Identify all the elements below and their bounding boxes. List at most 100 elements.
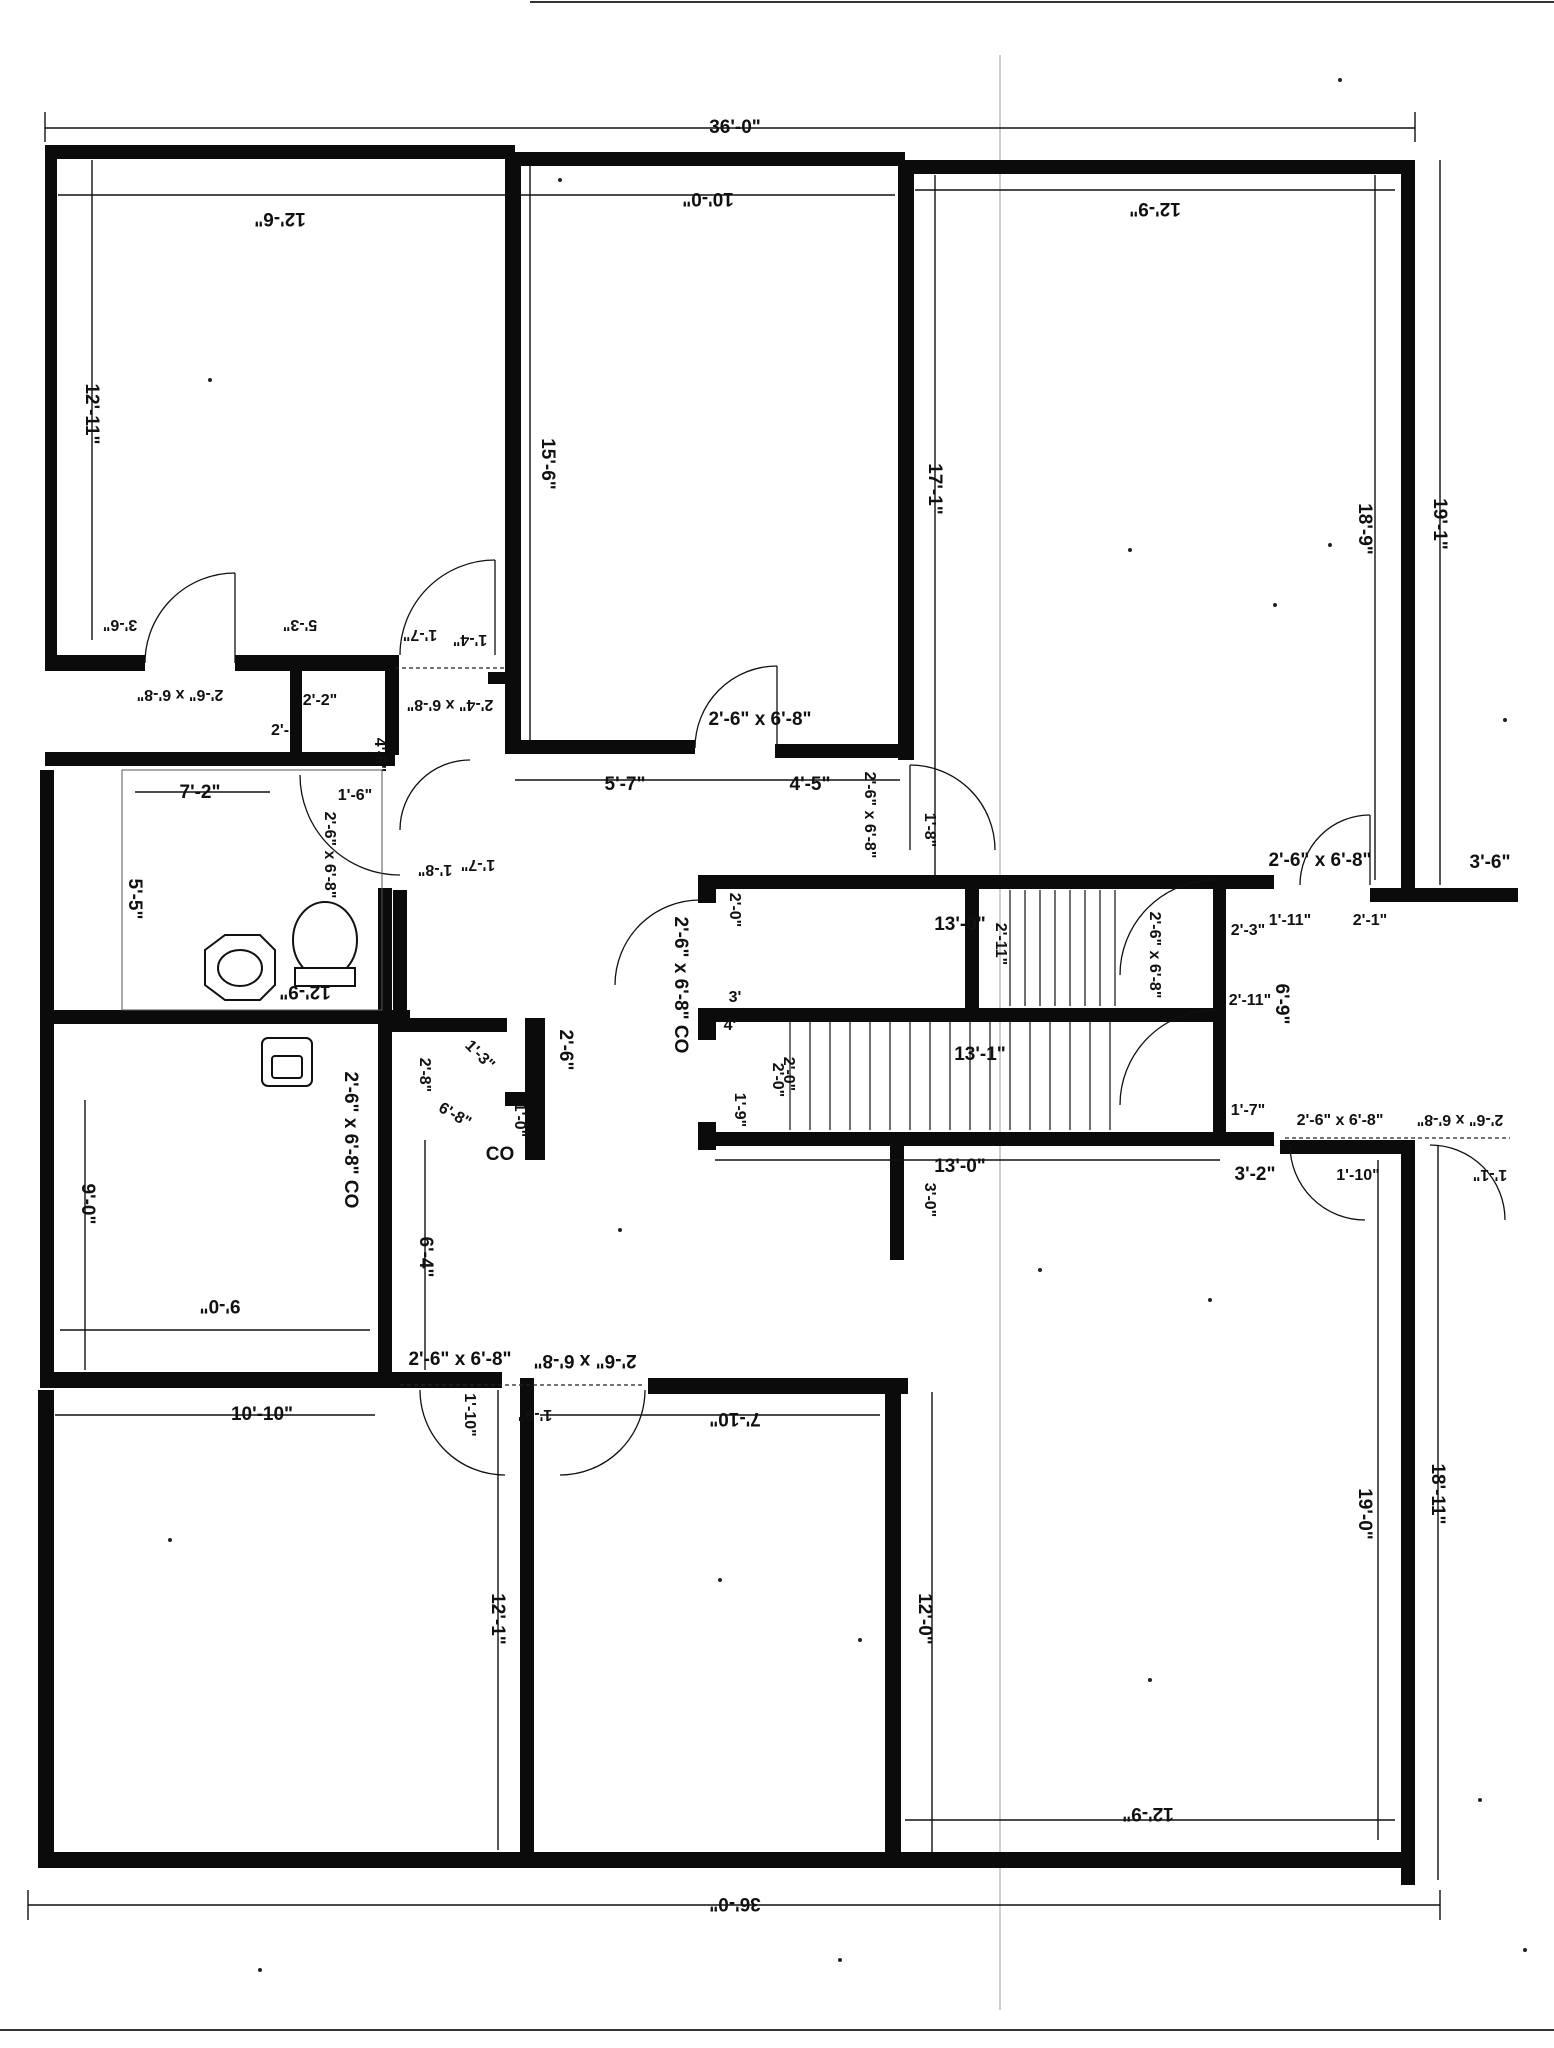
label-3-2: 3'-2"	[1235, 1164, 1276, 1185]
room-bedroom-sw: 10'-10" 12'-1"	[55, 1390, 508, 1850]
label-door-co: 2'-6" x 6'-8" CO	[670, 917, 691, 1054]
bedroom-n-depth2: 17'-1"	[924, 463, 945, 515]
bathroom-fixtures	[121, 769, 383, 1087]
bedroom-s-width: 7'-10"	[709, 1408, 761, 1429]
label-6-4: 6'-4"	[415, 1237, 436, 1278]
kitchen-width: 9'-0"	[200, 1295, 241, 1316]
label-door-sw: 2'-6" x 6'-8"	[408, 1349, 511, 1370]
label-4-5: 4'-5"	[790, 774, 831, 795]
label-2-1: 2'-1"	[1353, 912, 1388, 929]
label-door-s: 2'-6" x 6'-8"	[533, 1350, 636, 1371]
overall-dimension-top: 36'-0"	[44, 112, 1416, 142]
bedroom-sw-depth: 12'-1"	[487, 1593, 508, 1645]
overall-dimension-bottom: 36'-0"	[27, 1890, 1441, 1920]
bedroom-ne-depth: 18'-9"	[1354, 503, 1375, 555]
label-door-stair: 2'-6" x 6'-8"	[1146, 912, 1163, 999]
label-1-10b: 1'-10"	[461, 1393, 478, 1436]
label-5-3: 5'-3"	[283, 616, 318, 633]
room-bedroom-nw: 12'-6" 12'-11"	[58, 160, 505, 640]
label-1-0: 1'-0"	[511, 1103, 528, 1138]
label-1-9: 1'-9"	[731, 1093, 748, 1128]
stair-upper	[1009, 890, 1116, 1006]
stair-upper-run: 13'-0"	[934, 914, 986, 935]
label-door-bath: 2'-4" x 6'-8"	[407, 696, 494, 713]
label-2-11: 2'-11"	[1229, 992, 1272, 1009]
toilet-icon	[292, 901, 358, 987]
label-door-se: 2'-6" x 6'-8"	[1297, 1112, 1384, 1129]
label-2-0: 2'-0"	[726, 893, 743, 928]
bedroom-nw-width: 12'-6"	[254, 208, 306, 229]
label-1-8: 1'-8"	[921, 813, 938, 848]
label-1-1: 1'-1"	[1473, 1166, 1508, 1183]
label-door-co2: 2'-6" x 6'-8" CO	[340, 1072, 361, 1209]
label-1-9b: 1'-9"	[518, 1406, 553, 1423]
label-1-7c: 1'-7"	[1231, 1102, 1266, 1119]
label-1-6: 1'-6"	[338, 787, 373, 804]
label-door-closet: 2'-6" x 6'-8"	[137, 686, 224, 703]
room-bedroom-n: 10'-0" 15'-6" 17'-1"	[520, 165, 945, 880]
bathroom-depth: 5'-5"	[124, 879, 145, 920]
label-1-11: 1'-11"	[1269, 912, 1312, 929]
label-2-6: 2'-6"	[555, 1030, 576, 1071]
bedroom-n-depth: 15'-6"	[537, 438, 558, 490]
label-door-hall: 2'-6" x 6'-8"	[321, 812, 338, 899]
stairs-labels: 13'-0" 2'-11" 13'-1" 2'-0"	[780, 914, 1009, 1091]
label-co: CO	[486, 1144, 515, 1165]
room-bedroom-ne: 12'-9" 18'-9" 19'-1"	[915, 160, 1450, 885]
label-door-se2: 2'-6" x 6'-8"	[1417, 1111, 1504, 1128]
label-1-7b: 1'-7"	[461, 856, 496, 873]
bedroom-sw-width: 10'-10"	[231, 1404, 293, 1425]
stair-lower-width: 2'-0"	[780, 1057, 797, 1092]
overall-width-bottom: 36'-0"	[709, 1893, 761, 1914]
scan-specks	[168, 78, 1527, 1972]
label-5-7: 5'-7"	[605, 774, 646, 795]
label-4-8: 4'-8"	[371, 738, 388, 773]
bedroom-ne-width: 12'-9"	[1129, 198, 1181, 219]
room-se-width: 12'-9"	[1122, 1803, 1174, 1824]
small-labels: 3'-6" 5'-3" 1'-7" 1'-4" 2'-6" x 6'-8" 2'…	[103, 616, 1511, 1437]
label-3-6b: 3'-6"	[1470, 852, 1511, 873]
label-2-3: 2'-3"	[1231, 922, 1266, 939]
label-3-6: 3'-6"	[103, 616, 138, 633]
bedroom-s-depth: 12'-0"	[914, 1593, 935, 1645]
label-6-8: 6'-8"	[436, 1099, 474, 1131]
kitchen-sink-icon	[261, 1037, 313, 1087]
room-se-depth: 19'-0"	[1354, 1488, 1375, 1540]
stair-lower-run: 13'-1"	[954, 1044, 1006, 1065]
label-2-x: 2'-	[271, 722, 289, 739]
label-6-9: 6'-9"	[1271, 984, 1292, 1025]
label-door-ne-side: 2'-6" x 6'-8"	[861, 772, 878, 859]
stair-lower	[789, 1022, 1111, 1130]
label-1-10: 1'-10"	[1336, 1167, 1379, 1184]
label-door-bed2: 2'-6" x 6'-8"	[708, 709, 811, 730]
exterior-walls	[38, 145, 1518, 1885]
bedroom-nw-depth: 12'-11"	[81, 383, 102, 444]
label-13-0b: 13'-0"	[934, 1156, 986, 1177]
label-2-8: 2'-8"	[416, 1058, 433, 1093]
label-3-0: 3'-0"	[921, 1183, 938, 1218]
bedroom-ne-depth2: 19'-1"	[1429, 498, 1450, 550]
door-swings	[144, 559, 1510, 1476]
label-4: 4'	[724, 1017, 737, 1034]
sink-icon	[204, 934, 276, 1001]
interior-walls	[40, 152, 1274, 1858]
label-1-4: 1'-4"	[453, 631, 488, 648]
label-1-8b: 1'-8"	[418, 861, 453, 878]
label-2-2: 2'-2"	[303, 692, 338, 709]
overall-width-top: 36'-0"	[709, 117, 761, 138]
bathroom-floor	[121, 769, 383, 1011]
bathroom-tub: 12'-9"	[279, 981, 331, 1002]
room-se: 12'-9" 19'-0" 18'-11"	[905, 1145, 1448, 1880]
room-kitchen: 9'-0" 9'-0"	[60, 1100, 370, 1370]
room-se-depth2: 18'-11"	[1427, 1463, 1448, 1524]
kitchen-depth: 9'-0"	[77, 1184, 98, 1225]
stair-upper-width: 2'-11"	[992, 923, 1009, 966]
label-1-3: 1'-3"	[461, 1037, 497, 1073]
label-door-ne: 2'-6" x 6'-8"	[1268, 850, 1371, 871]
label-2-0b: 2'-0"	[769, 1063, 786, 1098]
room-bedroom-s: 7'-10" 12'-0"	[540, 1392, 935, 1852]
room-bathroom: 7'-2" 5'-5" 12'-9"	[124, 782, 331, 1002]
bedroom-n-width: 10'-0"	[682, 188, 734, 209]
label-1-7: 1'-7"	[403, 626, 438, 643]
